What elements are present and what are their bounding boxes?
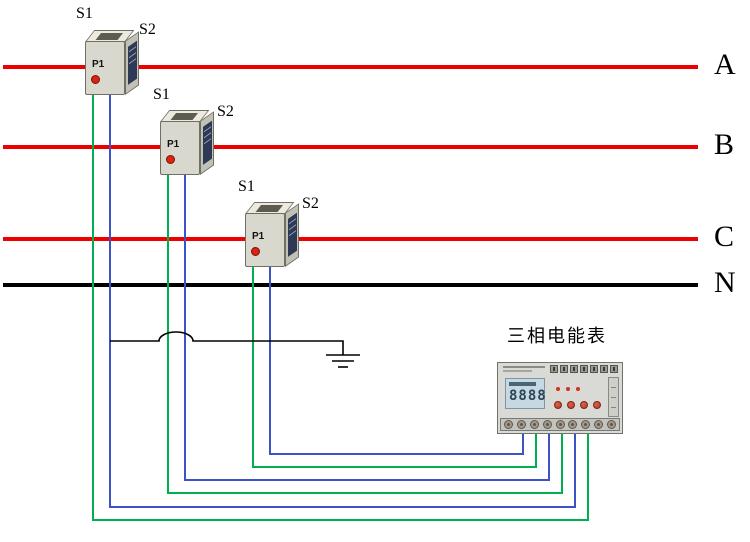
meter-brand-area <box>503 366 545 374</box>
meter-bottom-terminals <box>500 418 620 431</box>
meter-top-terminals <box>550 365 618 373</box>
terminal-screw-icon <box>600 365 608 373</box>
ct-b-s1-label: S1 <box>153 86 170 103</box>
ct-terminal-block <box>255 205 284 212</box>
meter-indicator-leds <box>556 387 580 391</box>
phase-c-label: C <box>714 220 735 253</box>
lcd-digits: 8888 <box>509 388 547 404</box>
ct-side-face <box>200 111 214 175</box>
terminal-screw-icon <box>560 365 568 373</box>
terminal-screw-icon <box>504 420 513 429</box>
meter-lcd: 8888 <box>505 378 547 409</box>
terminal-screw-icon <box>516 420 526 429</box>
ct-b-s2-label: S2 <box>217 103 234 120</box>
ct-c-s1-label: S1 <box>238 178 255 195</box>
terminal-screw-icon <box>580 365 588 373</box>
ct-a-s1-label: S1 <box>76 5 93 22</box>
terminal-screw-icon <box>610 365 618 373</box>
meter-side-panel <box>608 377 619 417</box>
ct-b-p1-marker-icon <box>166 155 175 164</box>
ct-terminal-block <box>170 113 199 120</box>
ct-side-face <box>125 31 139 95</box>
ct-c-p1-marker-icon <box>251 247 260 256</box>
meter-button-icon <box>567 401 575 409</box>
phase-a-label: A <box>714 48 736 81</box>
ct-a-s2-wire <box>109 95 576 508</box>
terminal-screw-icon <box>555 420 565 429</box>
ct-a-p1-label: P1 <box>92 59 105 70</box>
ct-c-s2-label: S2 <box>302 195 319 212</box>
terminal-screw-icon <box>594 420 604 429</box>
ct-c-p1-label: P1 <box>252 231 265 242</box>
ct-front-face: P1 <box>85 41 125 95</box>
ct-a-s1-wire <box>92 95 589 521</box>
ct-c-s2-wire <box>269 267 524 455</box>
current-transformer-a: P1 <box>85 29 143 97</box>
meter-title: 三相电能表 <box>507 326 607 346</box>
ct-rating-sticker <box>203 120 212 165</box>
ct-rating-sticker <box>128 40 137 85</box>
terminal-screw-icon <box>542 420 552 429</box>
current-transformer-b: P1 <box>160 109 218 177</box>
ct-b-p1-label: P1 <box>167 139 180 150</box>
meter-buttons <box>554 401 601 409</box>
lcd-status-bar <box>509 382 536 386</box>
terminal-screw-icon <box>568 420 578 429</box>
ct-a-p1-marker-icon <box>91 75 100 84</box>
phase-n-label: N <box>714 266 736 299</box>
current-transformer-c: P1 <box>245 201 303 269</box>
phase-b-label: B <box>714 128 735 161</box>
led-icon <box>576 387 580 391</box>
terminal-screw-icon <box>590 365 598 373</box>
terminal-screw-icon <box>581 420 591 429</box>
meter-button-icon <box>554 401 562 409</box>
ct-side-face <box>285 203 299 267</box>
meter-button-icon <box>593 401 601 409</box>
ct-rating-sticker <box>288 212 297 257</box>
ct-front-face: P1 <box>245 213 285 267</box>
meter-button-icon <box>580 401 588 409</box>
led-icon <box>556 387 560 391</box>
ct-front-face: P1 <box>160 121 200 175</box>
led-icon <box>566 387 570 391</box>
terminal-screw-icon <box>570 365 578 373</box>
terminal-screw-icon <box>529 420 539 429</box>
energy-meter: 8888 <box>497 362 623 434</box>
ct-b-s2-wire <box>184 175 550 481</box>
ct-a-s2-label: S2 <box>139 21 156 38</box>
ct-c-s1-wire <box>252 267 537 468</box>
ct-terminal-block <box>95 33 124 40</box>
ground-wire <box>110 331 344 355</box>
ct-b-s1-wire <box>167 175 563 494</box>
terminal-screw-icon <box>550 365 558 373</box>
terminal-screw-icon <box>607 420 616 429</box>
